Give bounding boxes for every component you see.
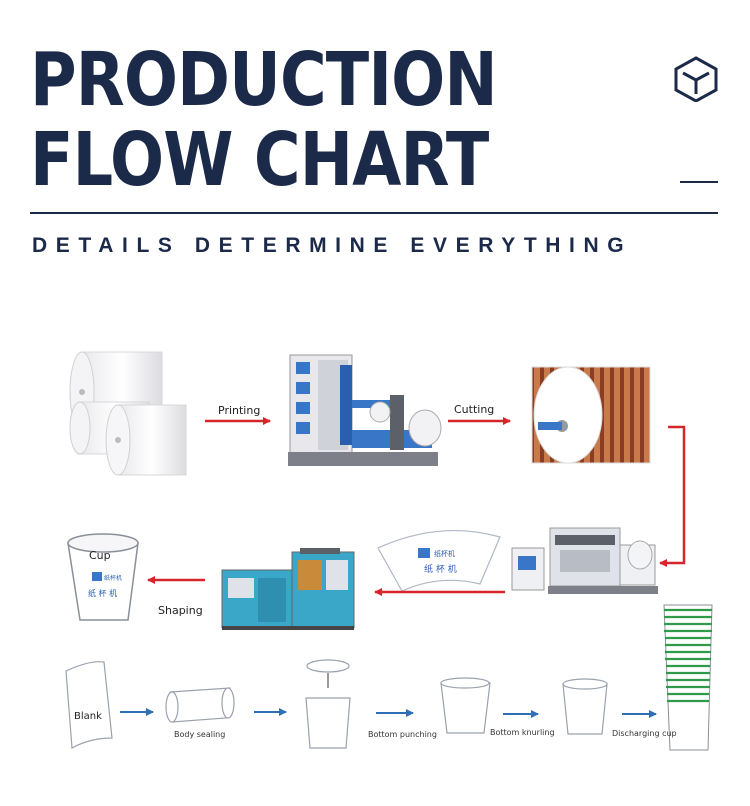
cube-icon <box>674 56 718 102</box>
step-label-shaping: Shaping <box>158 604 203 617</box>
title-line-2: FLOW CHART <box>30 117 489 203</box>
step-label-printing: Printing <box>218 404 261 417</box>
cup-forming-machine <box>221 548 355 630</box>
blue-arrows <box>120 708 657 718</box>
printed-roll <box>531 366 651 464</box>
die-cutting-machine <box>511 527 658 594</box>
step-label-cutting: Cutting <box>454 403 495 416</box>
paper-fan: 纸杯机 纸 杯 机 <box>377 530 501 592</box>
short-divider <box>680 181 718 183</box>
stacked-cups <box>663 604 713 751</box>
page-title: PRODUCTION FLOW CHART <box>30 37 498 203</box>
process-label-body-sealing: Body sealing <box>174 730 226 739</box>
red-arrows <box>147 417 686 596</box>
paper-rolls <box>69 351 187 476</box>
svg-text:纸杯机: 纸杯机 <box>434 549 455 558</box>
title-line-1: PRODUCTION <box>30 37 498 123</box>
process-sketches <box>65 659 608 749</box>
process-label-bottom-knurling: Bottom knurling <box>490 728 555 737</box>
tagline: DETAILS DETERMINE EVERYTHING <box>32 234 633 257</box>
process-label-discharging-cup: Discharging cup <box>612 729 677 738</box>
finished-cup-illustration: 纸杯机 纸 杯 机 <box>67 533 139 621</box>
svg-text:纸 杯 机: 纸 杯 机 <box>88 588 117 598</box>
step-label-cup: Cup <box>89 549 111 562</box>
svg-text:纸杯机: 纸杯机 <box>104 574 122 582</box>
svg-text:纸 杯 机: 纸 杯 机 <box>424 563 457 575</box>
header-divider <box>30 212 718 214</box>
process-label-blank: Blank <box>74 711 102 722</box>
printing-machine <box>288 354 442 466</box>
process-label-bottom-punching: Bottom punching <box>368 730 437 739</box>
